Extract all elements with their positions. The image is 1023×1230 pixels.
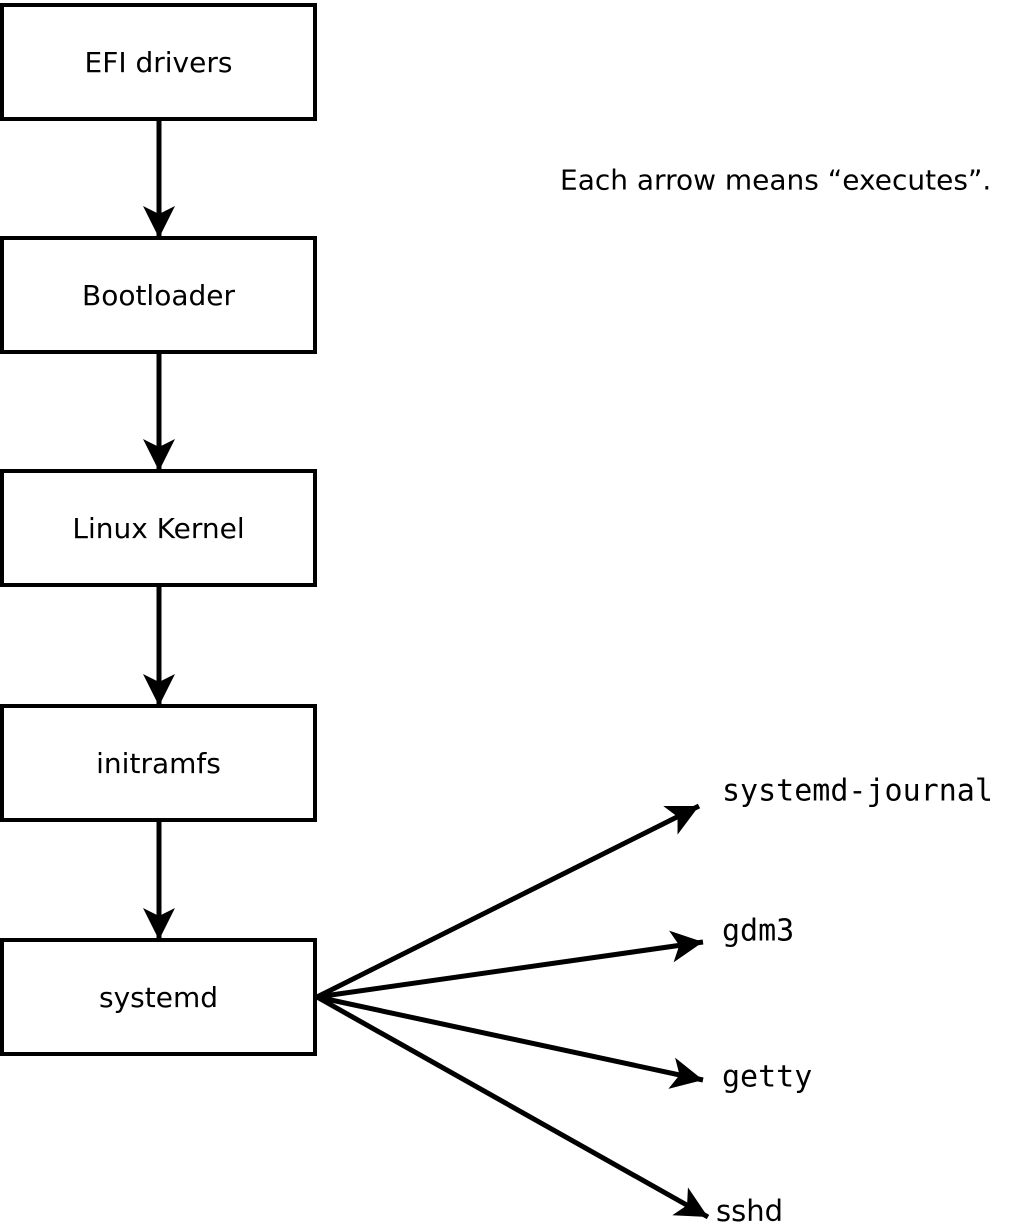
box-systemd-label: systemd: [99, 980, 218, 1014]
box-initramfs-label: initramfs: [96, 746, 221, 780]
box-bootloader-label: Bootloader: [81, 278, 236, 312]
box-efi-drivers: EFI drivers: [0, 3, 317, 121]
box-initramfs: initramfs: [0, 704, 317, 822]
arrow-systemd-to-gdm3: [316, 930, 704, 1000]
box-linux-kernel-label: Linux Kernel: [72, 511, 245, 545]
box-bootloader: Bootloader: [0, 236, 317, 354]
arrow-meaning-note: Each arrow means “executes”.: [560, 163, 992, 197]
service-label-systemd-journal: systemd-journal: [722, 773, 993, 809]
service-label-sshd: sshd: [716, 1194, 784, 1228]
service-label-getty: getty: [722, 1059, 813, 1095]
service-label-gdm3: gdm3: [722, 913, 795, 949]
box-linux-kernel: Linux Kernel: [0, 469, 317, 587]
arrow-systemd-to-sshd: [315, 994, 710, 1220]
box-efi-drivers-label: EFI drivers: [84, 45, 233, 79]
box-systemd: systemd: [0, 938, 317, 1056]
arrow-systemd-to-journal: [315, 803, 701, 1000]
arrow-systemd-to-getty: [316, 994, 704, 1089]
